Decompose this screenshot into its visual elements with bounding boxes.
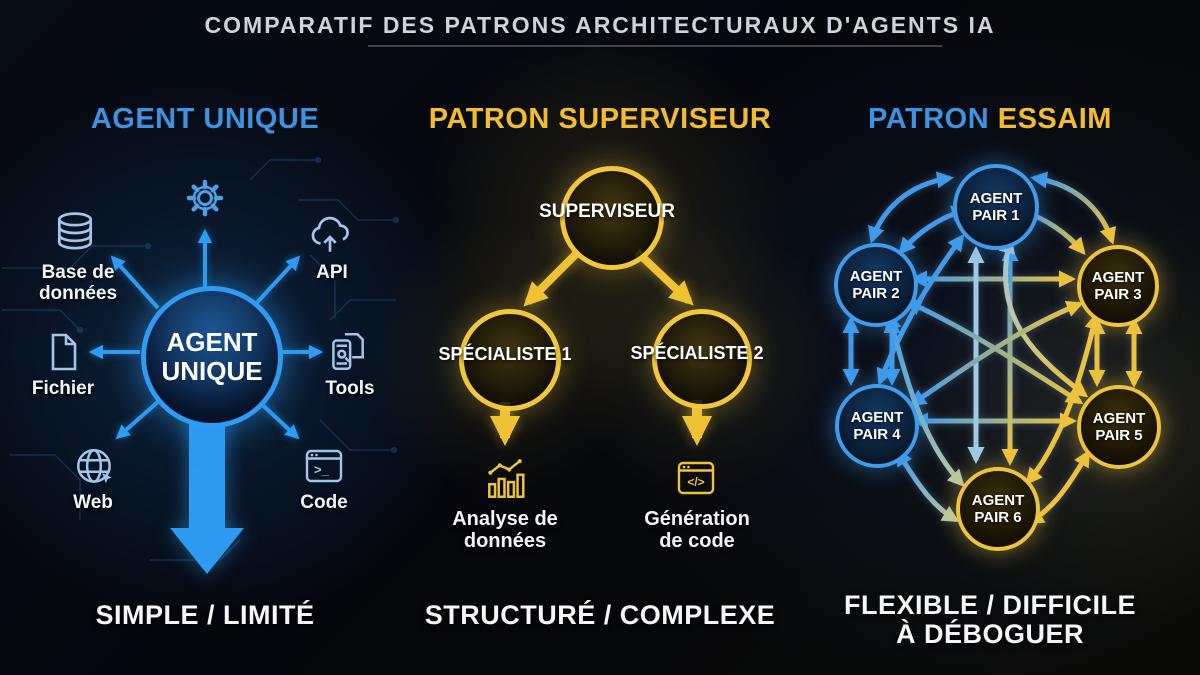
essaim-node-2: AGENT PAIR 2 — [834, 243, 918, 327]
essaim-footer-line1: FLEXIBLE / DIFFICILE — [844, 590, 1136, 620]
svg-text:>_: >_ — [314, 462, 330, 477]
unique-main-arrow — [170, 410, 244, 574]
unique-header: AGENT UNIQUE — [90, 103, 320, 135]
superviseur-arrows — [490, 249, 712, 446]
specialiste1-circle — [459, 309, 561, 411]
specialiste1-label: SPÉCIALISTE 1 — [438, 344, 572, 364]
essaim-node-3: AGENT PAIR 3 — [1077, 245, 1159, 327]
title-underline — [368, 45, 942, 47]
agent-unique-circle-label: AGENT UNIQUE — [161, 326, 263, 386]
tools-label: Tools — [325, 378, 375, 399]
superviseur-label: SUPERVISEUR — [539, 201, 675, 222]
cloud-upload-icon — [311, 216, 349, 252]
essaim-footer: FLEXIBLE / DIFFICILE À DÉBOGUER — [805, 590, 1175, 650]
essaim-node-1: AGENT PAIR 1 — [953, 164, 1039, 250]
essaim-node-6: AGENT PAIR 6 — [956, 467, 1040, 551]
specialiste2-label: SPÉCIALISTE 2 — [630, 343, 764, 363]
svg-text:</>: </> — [687, 475, 704, 489]
superviseur-circle — [560, 166, 664, 270]
analyse-label: Analyse de données — [452, 508, 558, 553]
file-icon — [51, 333, 77, 371]
essaim-header-patron: PATRON — [868, 103, 990, 135]
essaim-node-4: AGENT PAIR 4 — [835, 384, 919, 468]
gear-icon — [186, 179, 224, 217]
globe-icon — [77, 449, 112, 484]
unique-footer: SIMPLE / LIMITÉ — [95, 600, 315, 630]
tools-icon — [332, 333, 364, 371]
agent-unique-circle: AGENT UNIQUE — [141, 286, 283, 428]
bar-chart-icon — [488, 459, 525, 498]
generation-label: Génération de code — [644, 508, 750, 553]
fichier-label: Fichier — [31, 378, 95, 399]
essaim-header-essaim: ESSAIM — [997, 103, 1112, 135]
terminal-icon: >_ — [305, 449, 343, 483]
page-title: COMPARATIF DES PATRONS ARCHITECTURAUX D'… — [204, 12, 996, 38]
essaim-mesh-arrows — [842, 171, 1143, 525]
superviseur-footer: STRUCTURÉ / COMPLEXE — [424, 600, 776, 630]
web-label: Web — [73, 492, 113, 513]
circuit-traces — [2, 156, 400, 561]
database-label: Base de données — [38, 262, 118, 305]
essaim-header: PATRON ESSAIM — [815, 103, 1165, 136]
api-label: API — [316, 262, 348, 283]
superviseur-header: PATRON SUPERVISEUR — [428, 103, 772, 135]
specialiste2-circle — [652, 309, 752, 409]
database-icon — [57, 212, 93, 250]
code-window-icon: </> — [677, 461, 715, 495]
essaim-node-5: AGENT PAIR 5 — [1077, 385, 1161, 469]
code-label: Code — [300, 492, 348, 513]
essaim-footer-line2: À DÉBOGUER — [895, 619, 1084, 650]
